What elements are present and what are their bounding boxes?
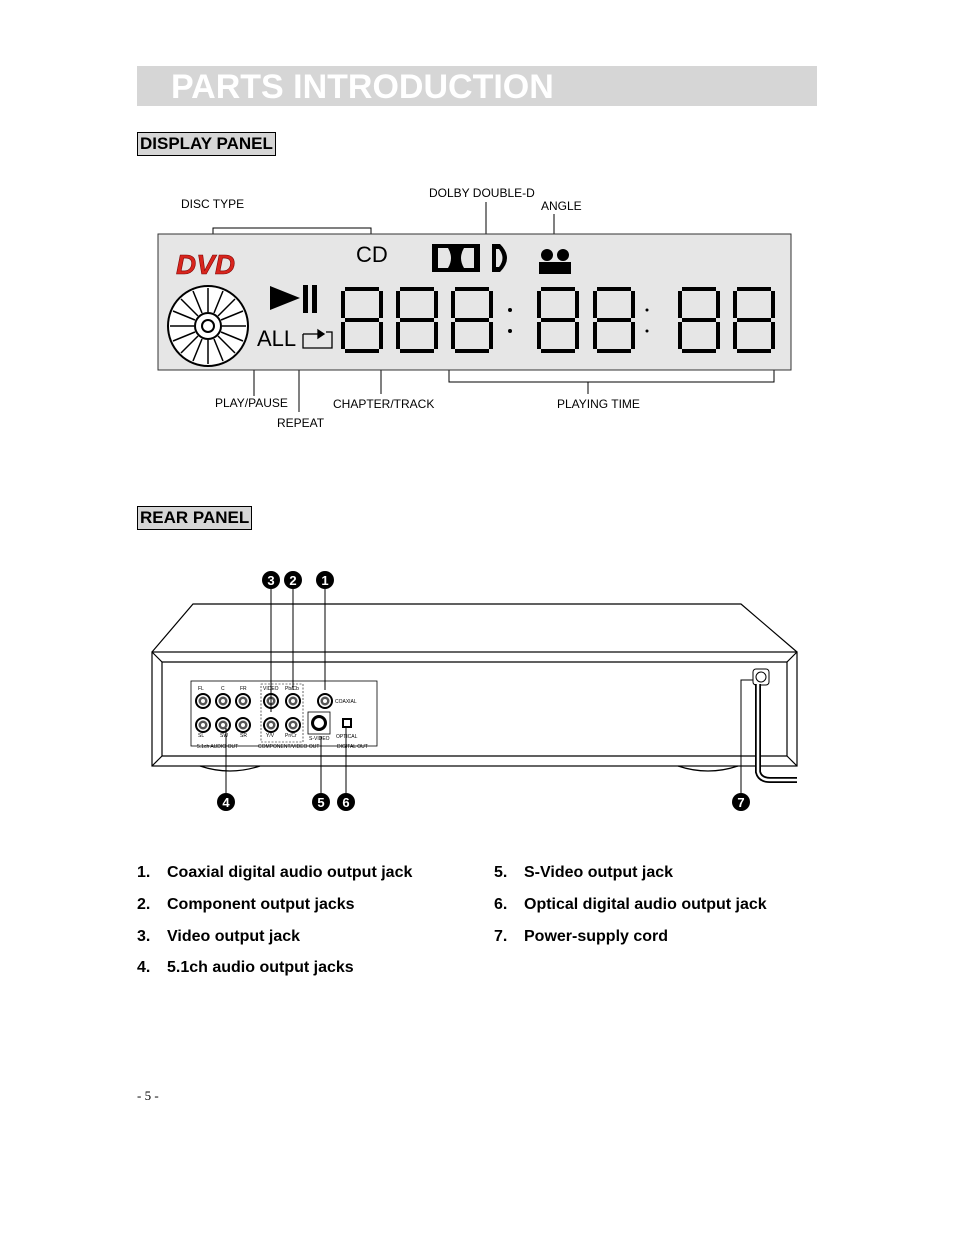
svg-text:3: 3 — [267, 573, 274, 588]
rca-jack — [215, 693, 231, 709]
rear-panel-heading: REAR PANEL — [137, 506, 253, 530]
time-colons — [508, 308, 649, 333]
play-pause-label: PLAY/PAUSE — [215, 396, 288, 410]
callout-1: 1 — [316, 571, 334, 589]
angle-label: ANGLE — [541, 199, 582, 213]
segment-digit — [733, 287, 775, 353]
list-item: 5.S-Video output jack — [494, 864, 674, 881]
rca-jack — [195, 717, 211, 733]
repeat-label: REPEAT — [277, 416, 325, 430]
dolby-icon — [432, 244, 507, 272]
disc-icon — [167, 285, 249, 367]
playing-time-label: PLAYING TIME — [557, 397, 640, 411]
power-cord — [752, 668, 797, 783]
parts-list-right: 5.S-Video output jack 6.Optical digital … — [494, 863, 767, 958]
segment-digit — [451, 287, 493, 353]
rca-jack — [235, 693, 251, 709]
cd-indicator: CD — [356, 242, 388, 267]
svg-text:1: 1 — [321, 573, 328, 588]
angle-icon — [539, 249, 571, 274]
callout-5: 5 — [312, 793, 330, 811]
list-item: 7.Power-supply cord — [494, 928, 669, 945]
chapter-track-label: CHAPTER/TRACK — [333, 397, 434, 411]
rca-jack — [215, 717, 231, 733]
list-item: 6.Optical digital audio output jack — [494, 896, 767, 913]
svg-text:6: 6 — [342, 795, 349, 810]
svg-text:7: 7 — [737, 795, 744, 810]
jack-label-prcr: Pr/Cr — [285, 733, 297, 739]
callout-6: 6 — [337, 793, 355, 811]
digital-out-label: DIGITAL OUT — [337, 744, 368, 750]
callout-2: 2 — [284, 571, 302, 589]
rca-jack — [285, 693, 301, 709]
rca-jack — [235, 717, 251, 733]
parts-list-left: 1.Coaxial digital audio output jack 2.Co… — [137, 863, 412, 990]
svg-text:2: 2 — [289, 573, 296, 588]
segment-digits — [341, 287, 775, 353]
jack-label-sl: SL — [198, 733, 204, 739]
jack-label-sw: SW — [220, 733, 228, 739]
callout-3: 3 — [262, 571, 280, 589]
segment-digit — [341, 287, 383, 353]
rear-panel-diagram: FL C FR SL SW SR VIDEO Pb/Cb Y/V Pr/Cr C… — [151, 571, 798, 811]
jack-label-yv: Y/V — [266, 733, 275, 739]
dvd-logo: DVD — [176, 249, 235, 280]
component-group — [260, 683, 304, 743]
segment-digit — [396, 287, 438, 353]
repeat-icon — [302, 328, 333, 349]
rca-jack — [285, 717, 301, 733]
jack-label-svideo: S-VIDEO — [309, 736, 330, 742]
svg-text:4: 4 — [222, 795, 230, 810]
segment-digit — [537, 287, 579, 353]
jack-label-fl: FL — [198, 686, 204, 692]
callout-4: 4 — [217, 793, 235, 811]
callout-lines — [225, 589, 753, 793]
svideo-jack — [307, 711, 331, 735]
jack-label-coaxial: COAXIAL — [335, 699, 357, 705]
list-item: 1.Coaxial digital audio output jack — [137, 864, 413, 881]
component-out-label: COMPONENT/VIDEO OUT — [258, 744, 319, 750]
page-title: PARTS INTRODUCTION — [171, 68, 554, 106]
play-pause-icon — [270, 285, 317, 313]
jack-label-fr: FR — [240, 686, 247, 692]
audio-video-jacks — [195, 693, 333, 733]
rca-jack — [317, 693, 333, 709]
optical-jack — [342, 718, 352, 728]
svg-text:5: 5 — [317, 795, 324, 810]
list-item: 3.Video output jack — [137, 928, 301, 945]
display-panel-heading: DISPLAY PANEL — [137, 132, 276, 156]
jack-label-optical: OPTICAL — [336, 734, 358, 740]
page-number: - 5 - — [137, 1088, 159, 1103]
list-item: 4.5.1ch audio output jacks — [137, 959, 354, 976]
rca-jack — [195, 693, 211, 709]
callout-7: 7 — [732, 793, 750, 811]
jack-label-sr: SR — [240, 733, 247, 739]
segment-digit — [593, 287, 635, 353]
jack-label-c: C — [221, 686, 225, 692]
title-bar: PARTS INTRODUCTION — [137, 66, 817, 106]
dolby-label: DOLBY DOUBLE-D — [429, 186, 535, 200]
segment-digit — [678, 287, 720, 353]
jack-label-pbcb: Pb/Cb — [285, 686, 299, 692]
all-indicator: ALL — [257, 326, 296, 351]
display-panel-diagram: DISC TYPE DOLBY DOUBLE-D ANGLE PLAY/PAUS… — [157, 186, 792, 430]
audio-out-label: 5.1ch AUDIO OUT — [197, 744, 238, 750]
disc-type-label: DISC TYPE — [181, 197, 244, 211]
list-item: 2.Component output jacks — [137, 896, 355, 913]
rca-jack — [263, 717, 279, 733]
